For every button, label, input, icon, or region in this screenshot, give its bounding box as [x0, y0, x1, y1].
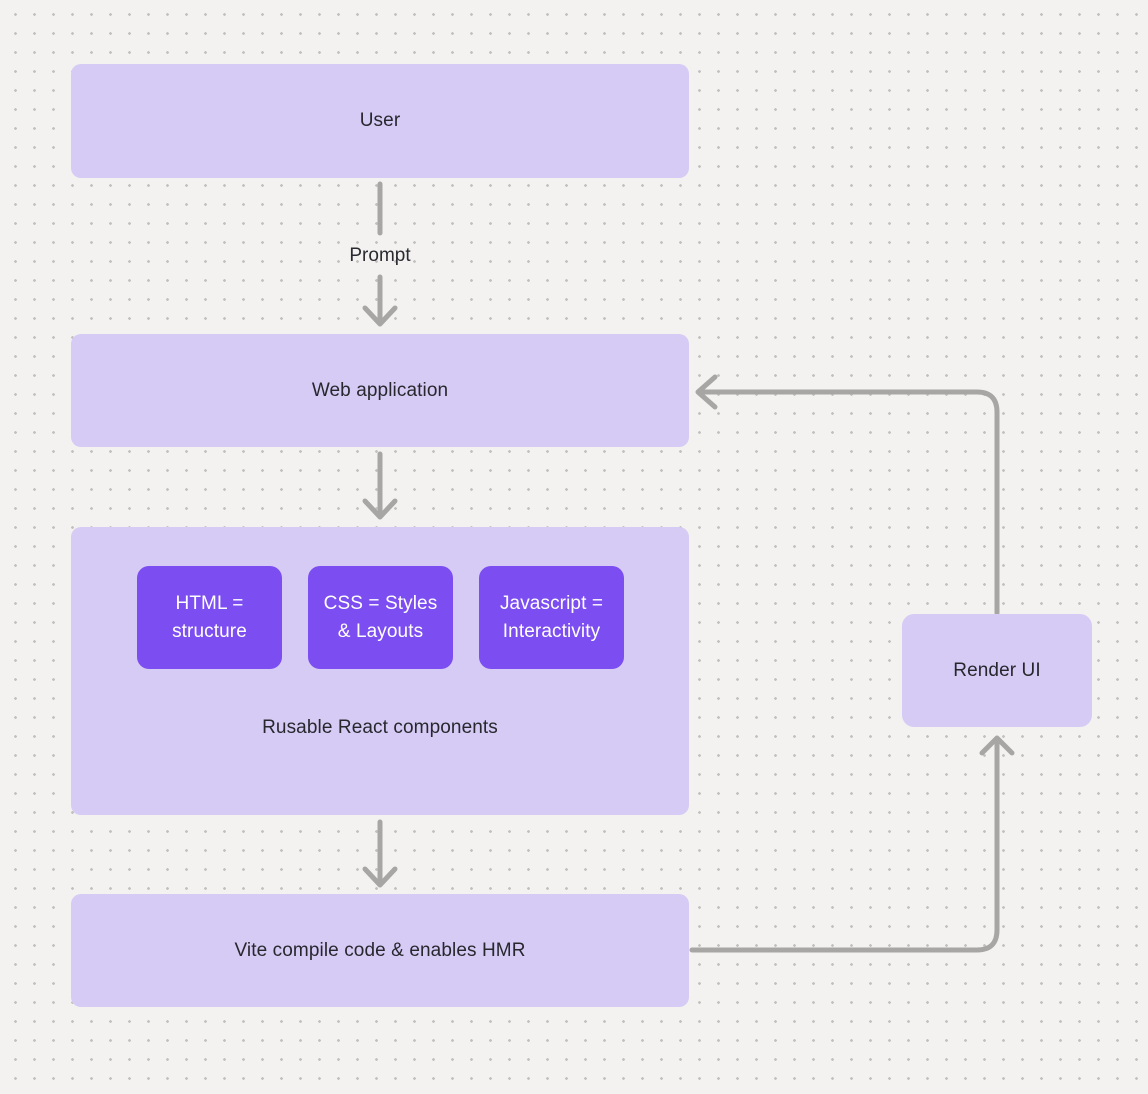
- chip-html-label: HTML = structure: [172, 592, 247, 642]
- chip-html[interactable]: HTML = structure: [137, 566, 282, 669]
- edge-label-prompt: Prompt: [349, 245, 411, 266]
- components-caption: Rusable React components: [262, 717, 498, 738]
- node-render-ui-label: Render UI: [953, 659, 1041, 681]
- node-vite-label: Vite compile code & enables HMR: [234, 939, 526, 961]
- chip-css-label: CSS = Styles & Layouts: [323, 592, 438, 642]
- edge-vite-to-renderui: [689, 735, 1015, 953]
- node-render-ui[interactable]: Render UI: [902, 614, 1092, 727]
- edge-webapp-to-components: [362, 451, 398, 520]
- chip-javascript-label: Javascript = Interactivity: [499, 592, 604, 642]
- node-web-application-label: Web application: [311, 379, 449, 401]
- chip-css[interactable]: CSS = Styles & Layouts: [308, 566, 453, 669]
- components-chips-row: HTML = structure CSS = Styles & Layouts …: [137, 566, 624, 669]
- chip-javascript[interactable]: Javascript = Interactivity: [479, 566, 624, 669]
- node-vite[interactable]: Vite compile code & enables HMR: [71, 894, 689, 1007]
- edge-prompt-to-webapp: [362, 274, 398, 327]
- node-web-application[interactable]: Web application: [71, 334, 689, 447]
- node-components-group[interactable]: HTML = structure CSS = Styles & Layouts …: [71, 527, 689, 815]
- node-user-label: User: [359, 110, 401, 131]
- edge-renderui-to-webapp: [695, 374, 1000, 616]
- node-user[interactable]: User: [71, 64, 689, 178]
- edge-components-to-vite: [362, 819, 398, 888]
